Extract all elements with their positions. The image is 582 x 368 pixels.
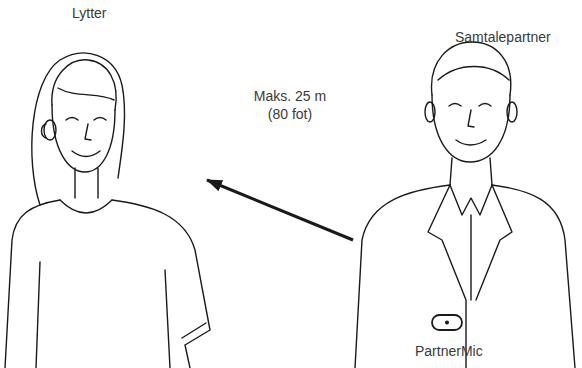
ear [507,102,517,122]
ear [425,102,435,122]
mouth [72,151,100,157]
hairline [52,60,116,110]
jacket [355,185,575,368]
mouth [456,140,486,145]
figure-label: Lytter [72,4,107,22]
partnermic-device [432,315,462,330]
shirt-left [5,200,60,368]
shirt-neckline [60,200,112,213]
partnermic-dot [446,321,449,324]
partnermic-node: PartnerMic [397,308,497,364]
collar [450,185,492,215]
listener-node: Lytter [0,0,207,368]
hair-outline [32,53,125,205]
hearing-aid [42,124,47,138]
eyes [449,104,491,107]
partner-node: SamtalepartnerPartnerMic [353,0,582,368]
figure-label: Samtalepartner [455,28,551,46]
eyes [66,118,106,121]
partner-figure [355,42,575,368]
hair-part [438,67,509,81]
nose [85,124,91,140]
hair-outline [432,42,511,95]
distance-label: Maks. 25 m (80 fot) [247,87,333,123]
face-outline [432,95,510,162]
figure-label: PartnerMic [415,342,483,360]
nose [468,110,474,127]
fringe [58,88,114,100]
face-outline [52,105,115,172]
neck [450,158,492,185]
range-arrow [207,180,353,240]
shirt-right [112,200,210,368]
lapels [428,185,512,368]
neck [75,168,98,198]
listener-figure [5,53,210,368]
ear [44,120,56,140]
shirt-placket [470,215,471,300]
